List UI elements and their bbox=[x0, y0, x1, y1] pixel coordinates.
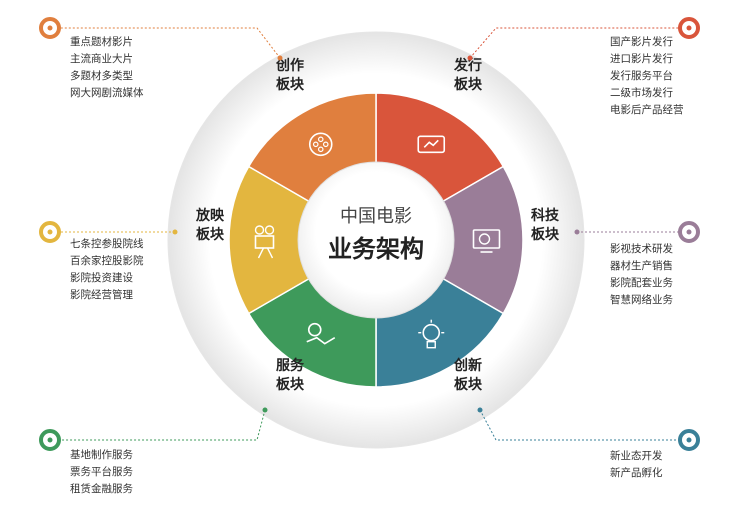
connector-dot bbox=[477, 407, 483, 413]
segment-label-faxing-bottom: 板块 bbox=[454, 76, 483, 93]
list-chuangzuo: 重点题材影片 主流商业大片 多题材多类型 网大网剧流媒体 bbox=[70, 34, 144, 102]
screen-icon bbox=[472, 229, 501, 253]
segment-group bbox=[228, 92, 524, 388]
list-item: 新业态开发 bbox=[610, 450, 663, 462]
list-item: 发行服务平台 bbox=[610, 70, 673, 82]
list-item: 主流商业大片 bbox=[70, 53, 133, 65]
connector-dot bbox=[574, 229, 580, 235]
connector-dot bbox=[467, 55, 473, 61]
list-item: 新产品孵化 bbox=[610, 467, 663, 479]
segment-label-keji-bottom: 板块 bbox=[531, 226, 560, 243]
segment-label-fuwu-top: 服务 bbox=[276, 357, 305, 374]
list-item: 租赁金融服务 bbox=[70, 483, 133, 495]
lightbulb-icon bbox=[418, 319, 445, 349]
bullet-dot bbox=[686, 25, 692, 31]
list-fuwu: 基地制作服务 票务平台服务 租赁金融服务 bbox=[70, 447, 133, 498]
connector-chuangxin bbox=[479, 409, 689, 441]
list-item: 影视技术研发 bbox=[610, 243, 673, 255]
list-chuangxin: 新业态开发 新产品孵化 bbox=[610, 448, 663, 482]
center-title-line1: 中国电影 bbox=[340, 206, 412, 227]
list-item: 影院投资建设 bbox=[70, 272, 133, 284]
segment-label-chuangzuo-bottom: 板块 bbox=[276, 76, 305, 93]
list-item: 二级市场发行 bbox=[610, 87, 673, 99]
ticket-icon bbox=[417, 135, 446, 154]
bullet-dot bbox=[47, 437, 53, 443]
segment-label-keji-top: 科技 bbox=[531, 207, 560, 224]
bullet-dot bbox=[47, 25, 53, 31]
segment-label-chuangxin-bottom: 板块 bbox=[454, 376, 483, 393]
list-item: 影院经营管理 bbox=[70, 289, 133, 301]
list-item: 智慧网络业务 bbox=[610, 294, 673, 306]
list-item: 七条控参股院线 bbox=[70, 238, 144, 250]
list-item: 网大网剧流媒体 bbox=[70, 87, 144, 99]
list-item: 影院配套业务 bbox=[610, 277, 673, 289]
list-item: 多题材多类型 bbox=[70, 70, 133, 82]
list-faxing: 国产影片发行 进口影片发行 发行服务平台 二级市场发行 电影后产品经营 bbox=[610, 34, 684, 119]
bullet-dot bbox=[686, 437, 692, 443]
segment-label-chuangzuo-top: 创作 bbox=[275, 57, 304, 74]
connector-group bbox=[39, 17, 700, 451]
connector-fuwu bbox=[50, 409, 266, 441]
bullet-dot bbox=[686, 229, 692, 235]
list-item: 票务平台服务 bbox=[70, 466, 133, 478]
center-title-line2: 业务架构 bbox=[328, 235, 424, 263]
list-item: 进口影片发行 bbox=[610, 53, 673, 65]
segment-label-fangying-top: 放映 bbox=[195, 207, 225, 224]
connector-faxing bbox=[469, 27, 689, 59]
connector-dot bbox=[262, 407, 268, 413]
connector-dot bbox=[172, 229, 178, 235]
list-item: 基地制作服务 bbox=[70, 449, 133, 461]
center-hub bbox=[297, 161, 455, 319]
list-fangying: 七条控参股院线 百余家控股影院 影院投资建设 影院经营管理 bbox=[70, 236, 144, 304]
connector-dot bbox=[277, 55, 283, 61]
connector-chuangzuo bbox=[50, 27, 281, 59]
list-item: 器材生产销售 bbox=[610, 260, 673, 272]
list-item: 国产影片发行 bbox=[610, 36, 673, 48]
list-keji: 影视技术研发 器材生产销售 影院配套业务 智慧网络业务 bbox=[610, 241, 673, 309]
list-item: 电影后产品经营 bbox=[610, 104, 684, 116]
segment-label-chuangxin-top: 创新 bbox=[453, 357, 482, 374]
handshake-icon bbox=[306, 322, 336, 345]
segment-label-fuwu-bottom: 板块 bbox=[276, 376, 305, 393]
segment-label-fangying-bottom: 板块 bbox=[196, 226, 225, 243]
segment-label-faxing-top: 发行 bbox=[453, 57, 482, 74]
projector-icon bbox=[254, 225, 275, 259]
film-reel-icon bbox=[308, 132, 333, 157]
list-item: 百余家控股影院 bbox=[70, 255, 144, 267]
list-item: 重点题材影片 bbox=[70, 36, 133, 48]
bullet-dot bbox=[47, 229, 53, 235]
